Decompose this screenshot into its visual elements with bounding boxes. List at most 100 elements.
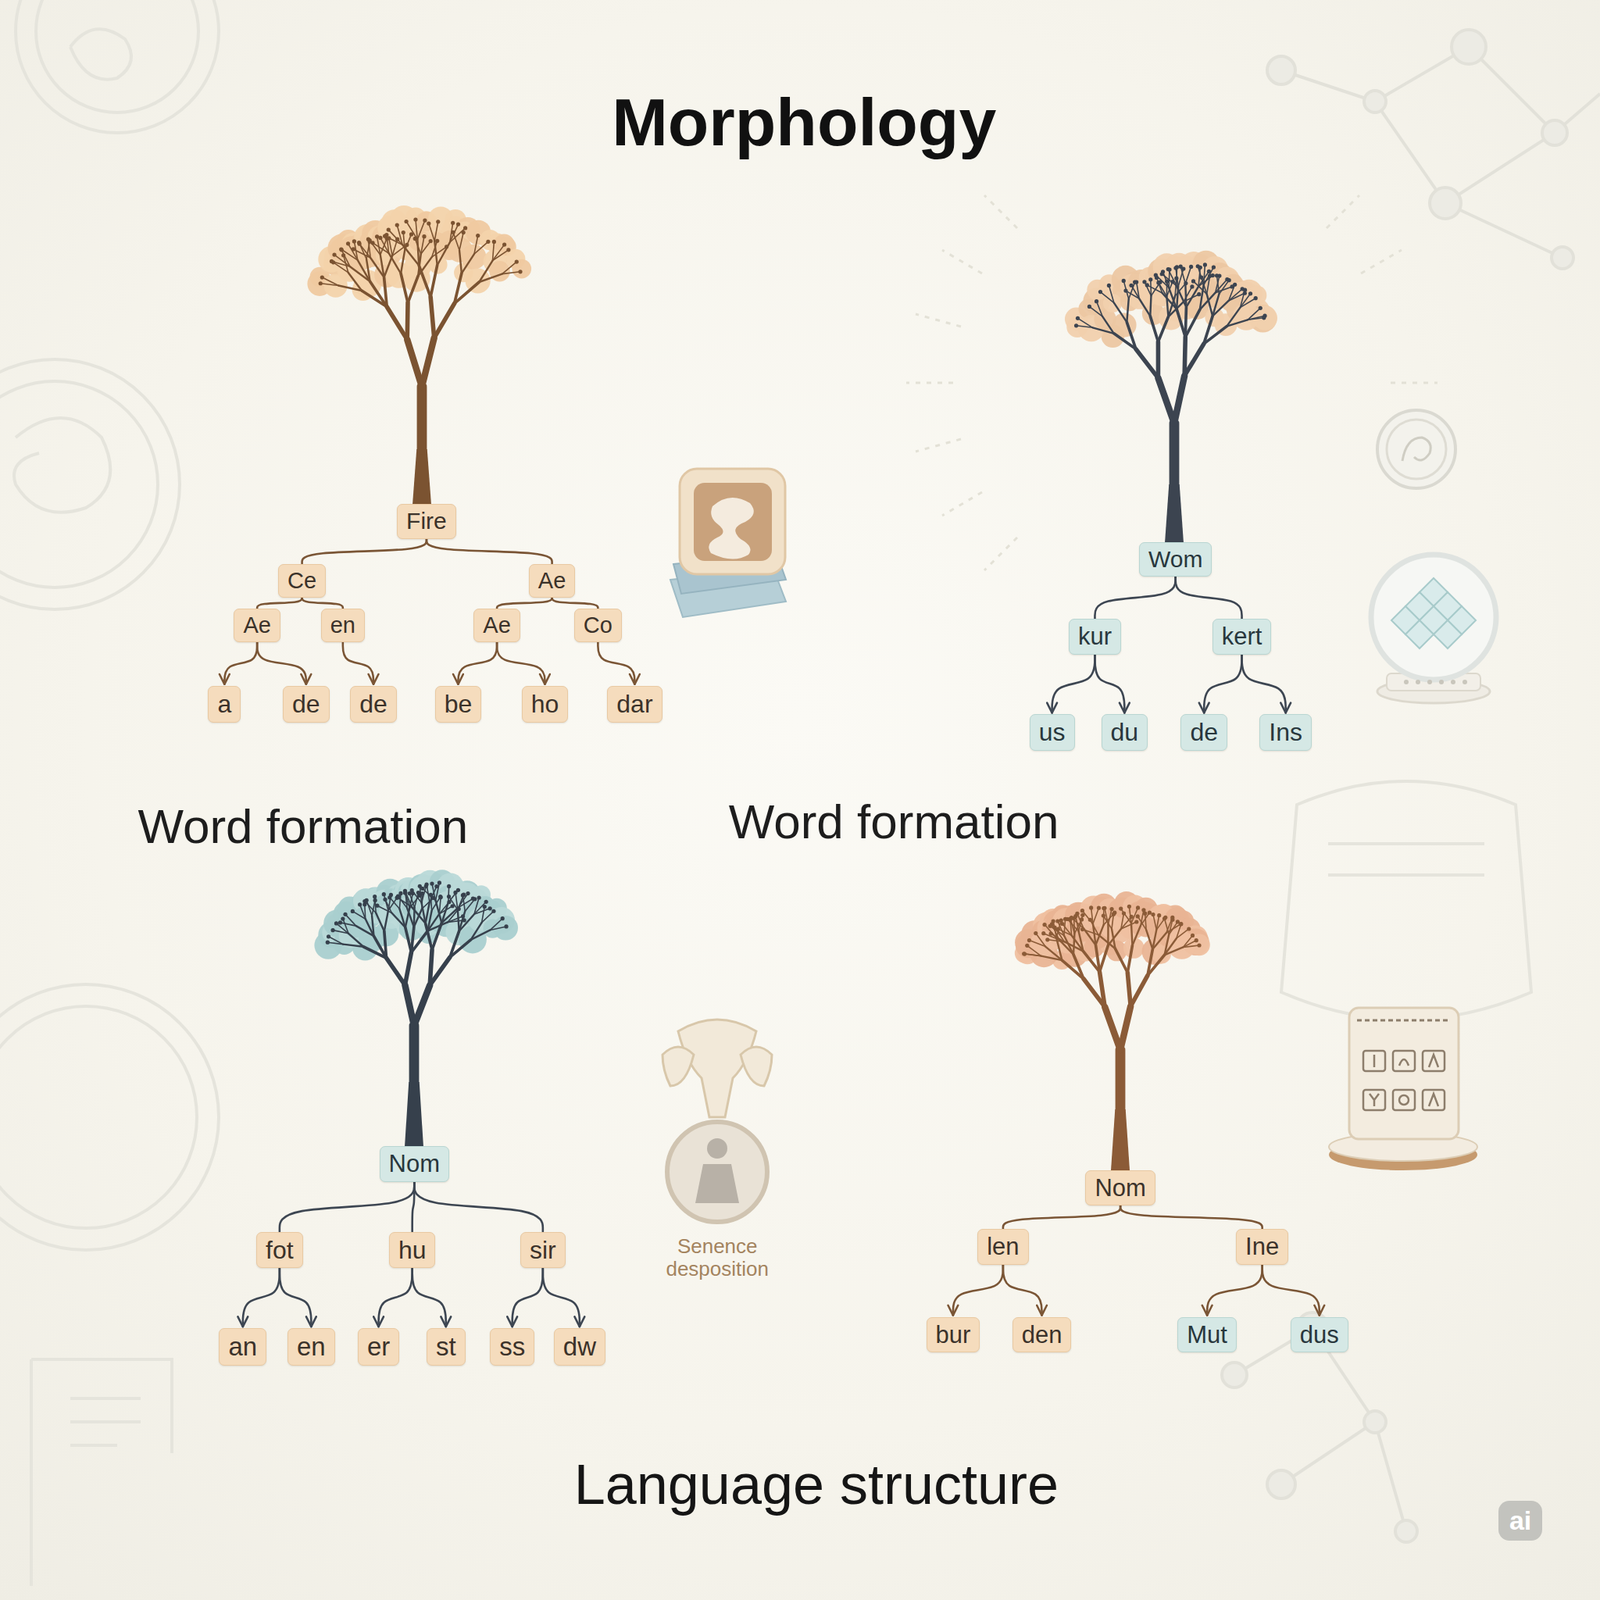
tree-branch [1096, 945, 1100, 972]
tree-branch [364, 904, 367, 920]
morpheme-text: Fire [406, 507, 447, 536]
tree-branch [1203, 326, 1227, 344]
tree-branch [1218, 280, 1229, 295]
tree-branch [421, 903, 426, 924]
tree-bud [1196, 292, 1201, 297]
tree-bud [1128, 283, 1133, 288]
tree-branch [1185, 283, 1186, 308]
network-doodle-part [1267, 56, 1296, 85]
tree-bud [1164, 279, 1169, 284]
network-doodle-part [1429, 187, 1461, 219]
tree-bud [465, 891, 470, 896]
morpheme-text: ho [531, 689, 560, 719]
tree-bud [428, 239, 433, 243]
branch-connector [552, 597, 599, 609]
morpheme-text: be [444, 689, 473, 719]
tree-branch [1164, 946, 1184, 955]
tree-bud [346, 241, 350, 246]
tree-bud [446, 884, 451, 889]
tree-bud [453, 890, 458, 895]
tree-branch [375, 913, 385, 932]
background-doodle-part [1281, 781, 1532, 1020]
tree-bud [1059, 917, 1064, 922]
shell-icon [662, 1019, 772, 1118]
tree-bud [339, 247, 344, 252]
tree-bud [395, 895, 400, 900]
morpheme-box: Ine [1235, 1228, 1289, 1265]
branch-connector [1094, 576, 1175, 619]
tree-branch [1161, 274, 1177, 286]
tree-bud [1134, 919, 1139, 924]
branch-connector [412, 1267, 447, 1327]
morpheme-box: du [1101, 714, 1149, 751]
tree-branch [1092, 907, 1100, 924]
figure-badge-icon-part [707, 1138, 728, 1159]
tree-bud [1203, 262, 1208, 267]
branch-connector [1120, 1205, 1263, 1229]
branch-connector [1262, 1264, 1320, 1316]
tree-branch [396, 225, 403, 245]
tree-bud [1109, 907, 1114, 911]
tree-bud [1101, 913, 1106, 918]
morpheme-text: an [228, 1332, 258, 1362]
book-icon-part [679, 468, 786, 575]
tree-bud [1048, 924, 1053, 929]
tree-bud [413, 236, 418, 241]
tree-branch [353, 249, 371, 258]
tree-bud [1049, 932, 1054, 936]
tree-branch [492, 244, 505, 261]
tree-bud [477, 895, 482, 900]
tree-bud [482, 904, 487, 909]
tree-bud [438, 894, 443, 899]
tree-bud [450, 221, 455, 225]
tree-bud [387, 895, 392, 900]
branch-connector [1052, 654, 1096, 714]
tree-branch [453, 232, 460, 250]
figure-badge-icon-part [695, 1164, 740, 1204]
tree-branch [1168, 921, 1178, 935]
tree-branch [1226, 319, 1248, 326]
tree-branch [474, 908, 490, 915]
branch-connector [257, 597, 302, 609]
tree-branch [386, 307, 408, 340]
tree-branch [1135, 349, 1158, 379]
tree-bud [1123, 288, 1128, 293]
tree [307, 205, 532, 505]
tree-branch [380, 238, 387, 255]
tree-bud [1178, 921, 1183, 926]
tree-leaf [1232, 303, 1261, 331]
tree-bud [461, 230, 466, 235]
tree-branch [410, 931, 428, 953]
tree-branch [1184, 343, 1204, 376]
tree-bud [334, 921, 339, 925]
morpheme-text: den [1021, 1321, 1063, 1350]
tree-branch [1157, 378, 1175, 424]
tree-branch [1073, 954, 1084, 979]
tree-branch [1027, 945, 1042, 956]
tree-bud [342, 912, 347, 917]
morpheme-text: en [330, 612, 356, 639]
tree-bud [332, 252, 336, 257]
tree-bud [1045, 937, 1050, 942]
tree-bud [502, 242, 507, 247]
tree-branch [409, 1025, 420, 1083]
tree-bud [1175, 264, 1179, 269]
tree-branch [414, 985, 430, 1026]
morpheme-text: len [986, 1232, 1019, 1261]
tree-branch [1150, 296, 1151, 317]
background-doodle-part [70, 28, 132, 80]
morpheme-text: en [296, 1332, 326, 1362]
crystal-ball-icon-part-part [1462, 679, 1468, 685]
crystal-ball-icon-part [1403, 679, 1468, 685]
tree-bud [1199, 275, 1204, 279]
tree-bud [1207, 269, 1211, 274]
network-doodle-part [1221, 1362, 1247, 1388]
tree-branch [384, 931, 387, 958]
tree-bud [514, 259, 519, 264]
tree-bud [426, 221, 431, 226]
network-doodle-part [1364, 1410, 1386, 1433]
morpheme-box: st [426, 1328, 466, 1366]
tree [1064, 250, 1278, 543]
tree-branch [404, 303, 410, 340]
crystal-ball-icon [1371, 554, 1497, 704]
